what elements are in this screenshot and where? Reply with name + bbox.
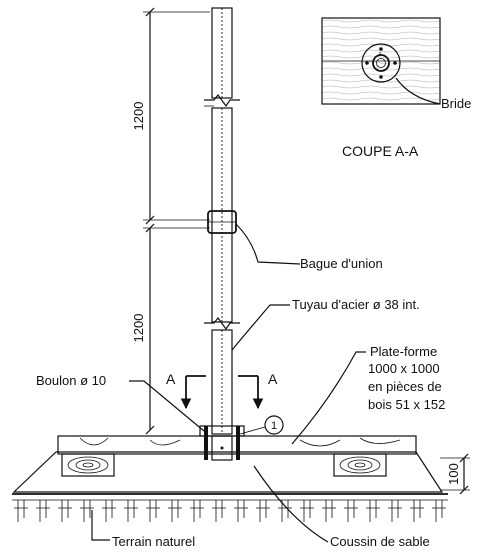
ground-label: Terrain naturel: [112, 534, 195, 549]
flange-label: Bride: [441, 96, 471, 111]
ground-hatch-mark: [124, 500, 138, 522]
ground-hatch-mark: [190, 500, 204, 522]
dim-lower-value: 1200: [131, 314, 146, 343]
platform-label-1: Plate-forme: [370, 344, 437, 359]
dim-pad-value: 100: [446, 463, 461, 485]
flange-leader: [395, 77, 441, 105]
sleeper-left: [61, 453, 115, 477]
ground-hatch-mark: [168, 500, 182, 522]
section-aa-view: Bride COUPE A-A: [321, 17, 471, 159]
platform-annotation: Plate-forme 1000 x 1000 en pièces de boi…: [291, 344, 445, 445]
ground-hatch-mark: [300, 500, 314, 522]
bolt-right: [236, 426, 240, 460]
ground-hatch-mark: [146, 500, 160, 522]
callout-number: 1: [271, 420, 277, 432]
dimension-lines: 1200 1200 100: [131, 7, 470, 495]
ground-hatch-mark: [212, 500, 226, 522]
section-marker-left: A: [166, 371, 206, 410]
bolt-leader: [129, 380, 205, 432]
ground-hatch-mark: [432, 500, 446, 522]
union-label: Bague d'union: [300, 256, 383, 271]
ground-hatch-mark: [410, 500, 424, 522]
ground-hatch-mark: [80, 500, 94, 522]
bolt-annotation: Boulon ø 10: [36, 373, 205, 432]
sleeper-right: [333, 453, 387, 477]
callout-marker: 1: [239, 415, 284, 435]
flange-icon: [361, 43, 401, 83]
pipe-label: Tuyau d'acier ø 38 int.: [292, 297, 420, 312]
ground-hatch-mark: [366, 500, 380, 522]
sand-leader: [253, 465, 329, 543]
union-leader: [235, 223, 301, 265]
pipe-annotations: Bague d'union Tuyau d'acier ø 38 int.: [231, 223, 420, 351]
ground-hatch-mark: [102, 500, 116, 522]
section-marker-right: A: [238, 371, 278, 410]
ground-leader: [91, 510, 110, 541]
natural-ground: [12, 493, 448, 522]
platform-label-4: bois 51 x 152: [368, 397, 445, 412]
ground-hatch-mark: [388, 500, 402, 522]
base-assembly: [12, 425, 444, 493]
ground-hatch-mark: [322, 500, 336, 522]
break-mark-upper: [204, 94, 240, 108]
break-mark-lower: [204, 317, 240, 331]
platform-label-3: en pièces de: [368, 379, 442, 394]
sand-label: Coussin de sable: [330, 534, 430, 549]
pipe-leader: [231, 304, 290, 351]
platform-label-2: 1000 x 1000: [368, 361, 440, 376]
section-mark-right: A: [268, 371, 278, 387]
bolt-left: [204, 426, 208, 460]
bolt-label: Boulon ø 10: [36, 373, 106, 388]
dim-upper-value: 1200: [131, 102, 146, 131]
ground-hatch-mark: [36, 500, 50, 522]
ground-hatch-mark: [344, 500, 358, 522]
ground-hatch-mark: [14, 500, 28, 522]
section-mark-left: A: [166, 371, 176, 387]
ground-hatch-mark: [58, 500, 72, 522]
ground-hatch-mark: [256, 500, 270, 522]
platform-leader: [291, 351, 366, 445]
ground-hatch-mark: [234, 500, 248, 522]
section-title: COUPE A-A: [342, 143, 419, 159]
steel-pipe: [204, 7, 240, 435]
